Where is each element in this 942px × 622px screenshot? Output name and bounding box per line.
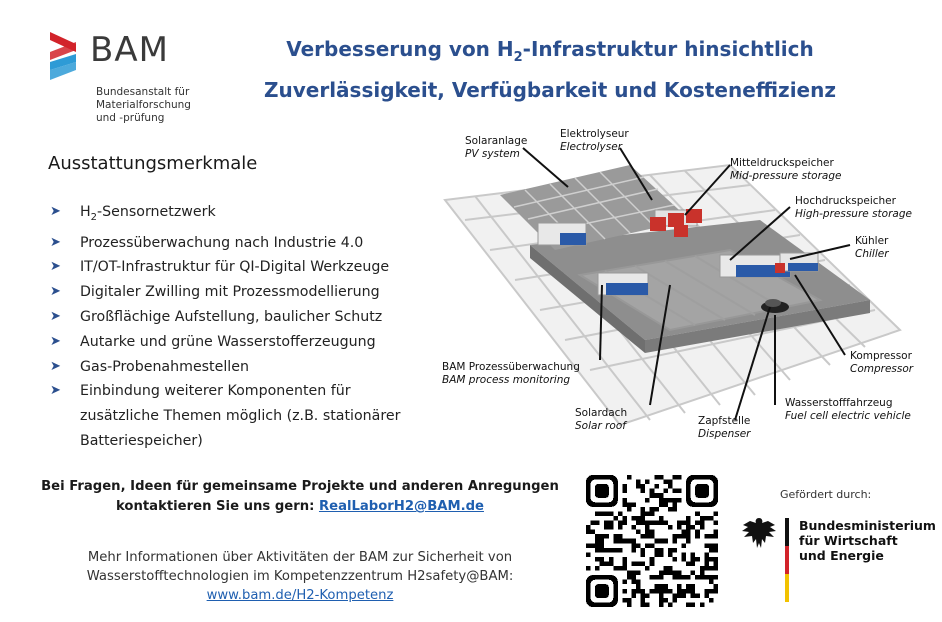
list-item: ➤Großflächige Aufstellung, baulicher Sch… (48, 305, 428, 330)
list-item: ➤Gas-Probenahmestellen (48, 355, 428, 380)
arrow-right-icon: ➤ (50, 284, 61, 300)
list-item: ➤Einbindung weiterer Komponenten für zus… (48, 379, 428, 453)
arrow-right-icon: ➤ (50, 383, 61, 399)
arrow-right-icon: ➤ (50, 259, 61, 275)
qr-code[interactable] (586, 475, 718, 607)
list-item: ➤IT/OT-Infrastruktur für QI-Digital Werk… (48, 255, 428, 280)
federal-eagle-icon (742, 518, 776, 548)
bam-logo-subtitle: Bundesanstalt für Materialforschung und … (96, 86, 191, 124)
bam-logo-mark (50, 32, 76, 80)
containers (537, 209, 819, 296)
arrow-right-icon: ➤ (50, 333, 61, 349)
more-info-block: Mehr Informationen über Aktivitäten der … (86, 550, 514, 603)
list-item: ➤H2-Sensornetzwerk (48, 200, 428, 231)
german-flag-bar (785, 518, 789, 602)
bam-logo-word: BAM (90, 30, 169, 70)
arrow-right-icon: ➤ (50, 358, 61, 374)
list-item: ➤Prozessüberwachung nach Industrie 4.0 (48, 231, 428, 256)
list-item: ➤Digitaler Zwilling mit Prozessmodellier… (48, 280, 428, 305)
competence-link[interactable]: www.bam.de/H2-Kompetenz (206, 588, 394, 603)
features-list: ➤H2-Sensornetzwerk ➤Prozessüberwachung n… (48, 200, 428, 454)
ministry-name: Bundesministerium für Wirtschaft und Ene… (799, 518, 936, 563)
arrow-right-icon: ➤ (50, 234, 61, 250)
funded-label: Gefördert durch: (780, 488, 872, 501)
email-link[interactable]: RealLaborH2@BAM.de (318, 499, 484, 514)
diagram-illustration (443, 147, 902, 427)
arrow-right-icon: ➤ (50, 204, 61, 219)
arrow-right-icon: ➤ (50, 309, 61, 325)
contact-block: Bei Fragen, Ideen für gemeinsame Projekt… (41, 479, 559, 514)
page-title: Verbesserung von H2-Infrastruktur hinsic… (263, 37, 836, 102)
red-storage (650, 209, 785, 273)
leader-lines (522, 147, 851, 421)
vehicle (761, 299, 789, 313)
list-item: ➤Autarke und grüne Wasserstofferzeugung (48, 330, 428, 355)
features-heading: Ausstattungsmerkmale (48, 153, 258, 174)
